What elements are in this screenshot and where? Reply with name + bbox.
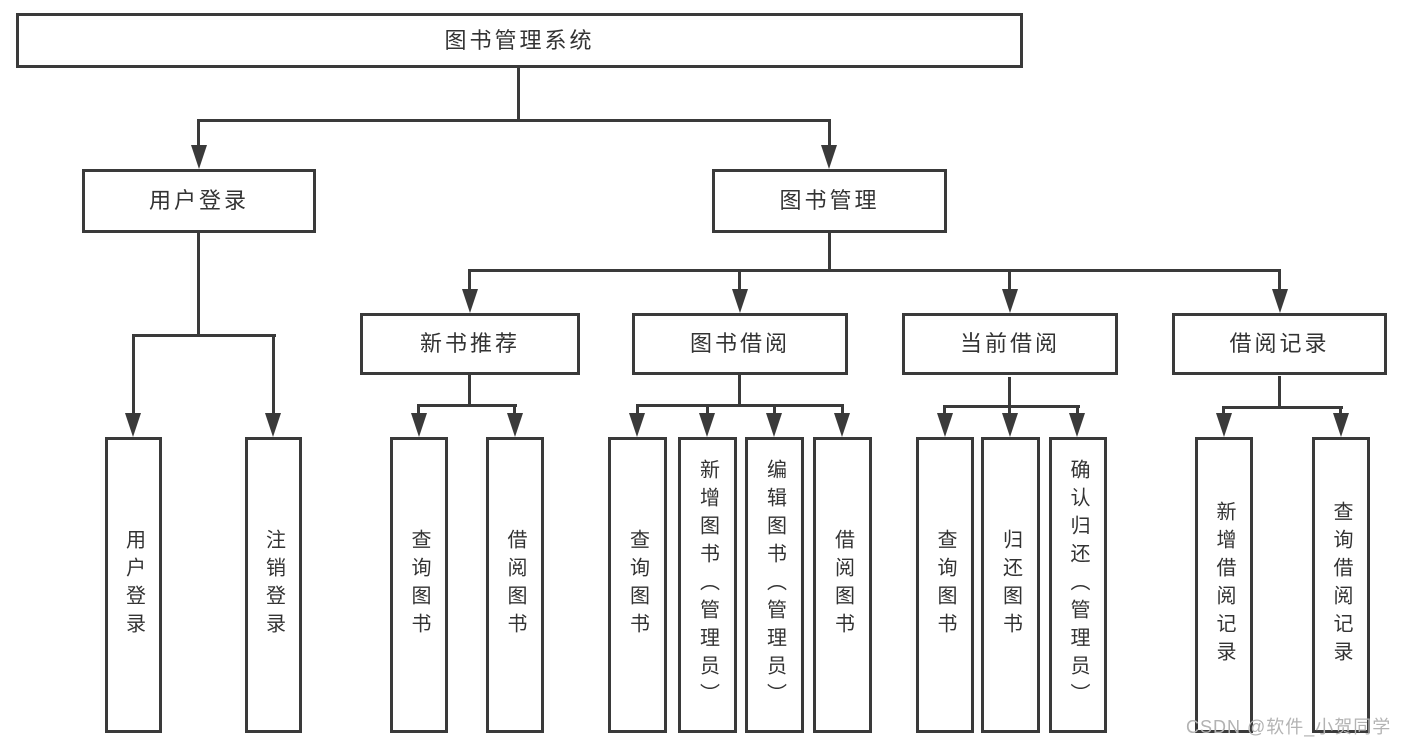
leaf-logout: 注销登录 bbox=[245, 437, 302, 733]
leaf-query-borrow-record: 查询借阅记录 bbox=[1312, 437, 1370, 733]
leaf-edit-book-admin-label: 编辑图书（管理员） bbox=[763, 459, 786, 711]
arrow-user-login bbox=[191, 145, 207, 169]
node-root: 图书管理系统 bbox=[16, 13, 1023, 68]
connector-leaf-logout-drop bbox=[272, 334, 275, 414]
connector-bb-leaf4-drop bbox=[841, 404, 844, 416]
arrow-bookborrow bbox=[732, 289, 748, 313]
connector-book-mgmt-stem bbox=[828, 233, 831, 272]
leaf-return-book-label: 归还图书 bbox=[999, 529, 1022, 641]
connector-nb-leaf1-drop bbox=[417, 404, 420, 416]
arrow-br-leaf1 bbox=[1216, 413, 1232, 437]
connector-bb-leaf1-drop bbox=[636, 404, 639, 416]
node-user-login: 用户登录 bbox=[82, 169, 316, 233]
leaf-borrow-books-recommend-label: 借阅图书 bbox=[504, 529, 526, 641]
arrow-bb-leaf4 bbox=[834, 413, 850, 437]
connector-bookborrow-rail bbox=[636, 404, 844, 407]
arrow-nb-leaf2 bbox=[507, 413, 523, 437]
node-borrowing-records-label: 借阅记录 bbox=[1229, 331, 1330, 356]
arrow-cb-leaf2 bbox=[1002, 413, 1018, 437]
node-root-label: 图书管理系统 bbox=[444, 27, 595, 53]
connector-user-login-drop bbox=[197, 119, 200, 149]
arrow-nb-leaf1 bbox=[411, 413, 427, 437]
connector-currentborrow-stem bbox=[1008, 377, 1011, 407]
leaf-query-books-recommend: 查询图书 bbox=[390, 437, 448, 733]
connector-bb-leaf2-drop bbox=[706, 404, 709, 416]
connector-currentborrow-drop bbox=[1008, 269, 1011, 295]
connector-user-login-stem bbox=[197, 233, 200, 337]
leaf-confirm-return-admin-label: 确认归还（管理员） bbox=[1067, 459, 1089, 711]
leaf-query-borrow-record-label: 查询借阅记录 bbox=[1330, 501, 1352, 669]
connector-root-rail bbox=[197, 119, 831, 122]
connector-root-stem bbox=[517, 68, 520, 122]
connector-bb-leaf3-drop bbox=[773, 404, 776, 416]
connector-newbook-stem bbox=[468, 375, 471, 406]
connector-borrowrecords-stem bbox=[1278, 376, 1281, 408]
leaf-borrow-books-borrowing-label: 借阅图书 bbox=[831, 529, 854, 641]
connector-borrowrecords-rail bbox=[1222, 406, 1343, 409]
connector-cb-leaf1-drop bbox=[943, 405, 946, 416]
node-user-login-label: 用户登录 bbox=[148, 188, 249, 213]
node-book-borrowing-label: 图书借阅 bbox=[689, 331, 790, 356]
node-book-management-label: 图书管理 bbox=[779, 188, 880, 213]
leaf-borrow-books-borrowing: 借阅图书 bbox=[813, 437, 872, 733]
arrow-bb-leaf2 bbox=[699, 413, 715, 437]
arrow-bb-leaf3 bbox=[766, 413, 782, 437]
node-book-management: 图书管理 bbox=[712, 169, 947, 233]
connector-bookborrow-drop bbox=[738, 269, 741, 295]
connector-bookborrow-stem bbox=[738, 375, 741, 406]
leaf-add-borrow-record: 新增借阅记录 bbox=[1195, 437, 1253, 733]
connector-cb-leaf2-drop bbox=[1008, 405, 1011, 416]
connector-level3-rail bbox=[468, 269, 1281, 272]
leaf-user-login-label: 用户登录 bbox=[122, 529, 145, 641]
leaf-query-books-borrowing-label: 查询图书 bbox=[626, 529, 649, 641]
leaf-user-login: 用户登录 bbox=[105, 437, 162, 733]
leaf-query-books-current-label: 查询图书 bbox=[934, 529, 956, 641]
connector-newbook-drop bbox=[468, 269, 471, 295]
leaf-query-books-current: 查询图书 bbox=[916, 437, 974, 733]
node-new-book-recommend-label: 新书推荐 bbox=[419, 331, 520, 356]
leaf-borrow-books-recommend: 借阅图书 bbox=[486, 437, 544, 733]
node-borrowing-records: 借阅记录 bbox=[1172, 313, 1387, 375]
leaf-return-book: 归还图书 bbox=[981, 437, 1040, 733]
node-new-book-recommend: 新书推荐 bbox=[360, 313, 580, 375]
arrow-br-leaf2 bbox=[1333, 413, 1349, 437]
connector-newbook-rail bbox=[417, 404, 517, 407]
connector-currentborrow-rail bbox=[943, 405, 1080, 408]
csdn-watermark: CSDN @软件_小贺同学 bbox=[1186, 717, 1392, 737]
leaf-add-borrow-record-label: 新增借阅记录 bbox=[1213, 501, 1235, 669]
connector-nb-leaf2-drop bbox=[513, 404, 516, 416]
connector-br-leaf2-drop bbox=[1339, 406, 1342, 416]
arrow-borrowrecords bbox=[1272, 289, 1288, 313]
connector-leaf-login-drop bbox=[132, 334, 135, 414]
leaf-logout-label: 注销登录 bbox=[262, 529, 285, 641]
node-book-borrowing: 图书借阅 bbox=[632, 313, 848, 375]
connector-borrowrecords-drop bbox=[1278, 269, 1281, 295]
node-current-borrowing-label: 当前借阅 bbox=[959, 331, 1060, 356]
connector-cb-leaf3-drop bbox=[1076, 405, 1079, 416]
arrow-newbook bbox=[462, 289, 478, 313]
leaf-add-book-admin: 新增图书（管理员） bbox=[678, 437, 737, 733]
arrow-currentborrow bbox=[1002, 289, 1018, 313]
arrow-bb-leaf1 bbox=[629, 413, 645, 437]
node-current-borrowing: 当前借阅 bbox=[902, 313, 1118, 375]
connector-br-leaf1-drop bbox=[1222, 406, 1225, 416]
arrow-leaf-logout bbox=[265, 413, 281, 437]
connector-user-login-rail bbox=[132, 334, 276, 337]
arrow-cb-leaf3 bbox=[1069, 413, 1085, 437]
leaf-confirm-return-admin: 确认归还（管理员） bbox=[1049, 437, 1107, 733]
connector-book-mgmt-drop bbox=[828, 119, 831, 149]
arrow-cb-leaf1 bbox=[937, 413, 953, 437]
arrow-leaf-login bbox=[125, 413, 141, 437]
leaf-edit-book-admin: 编辑图书（管理员） bbox=[745, 437, 804, 733]
leaf-add-book-admin-label: 新增图书（管理员） bbox=[696, 459, 719, 711]
arrow-book-mgmt bbox=[821, 145, 837, 169]
leaf-query-books-recommend-label: 查询图书 bbox=[408, 529, 430, 641]
leaf-query-books-borrowing: 查询图书 bbox=[608, 437, 667, 733]
